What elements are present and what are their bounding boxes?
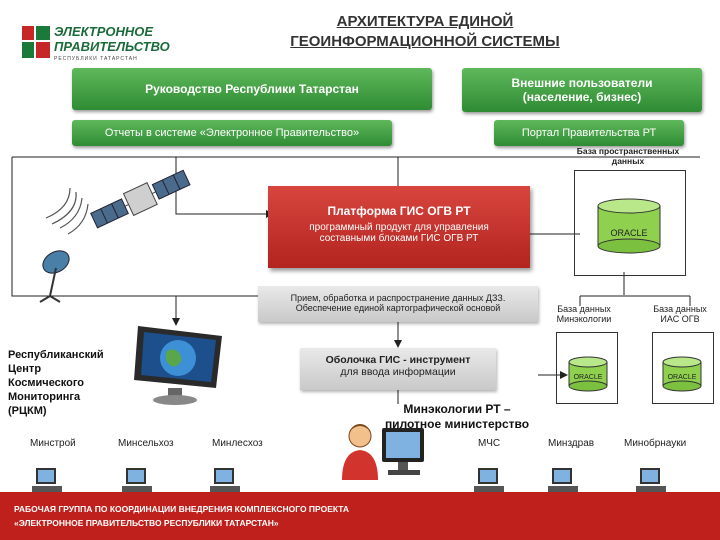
spatial-db-label-line2: данных — [611, 156, 645, 166]
logo-line2: ПРАВИТЕЛЬСТВО — [54, 39, 170, 54]
computer-icon — [122, 468, 152, 492]
platform-title: Платформа ГИС ОГВ РТ — [327, 204, 471, 218]
db-eco-label: База данных Минэкологии — [544, 304, 624, 324]
shell-box: Оболочка ГИС - инструмент для ввода инфо… — [300, 348, 496, 390]
monitor-globe-icon — [134, 326, 222, 405]
rckm-line5: (РЦКМ) — [8, 405, 47, 417]
spatial-db-cylinder-icon — [597, 198, 661, 254]
pilot-ministry-label: Минэкологии РТ – пилотное министерство — [372, 402, 542, 432]
dzz-line1: Прием, обработка и распространение данны… — [290, 293, 506, 303]
db-ias-label-line1: База данных — [653, 304, 707, 314]
satellite-dish-icon — [39, 188, 89, 303]
minstroy-label: Минстрой — [30, 438, 76, 449]
rckm-line1: Республиканский — [8, 349, 104, 361]
title-line1: АРХИТЕКТУРА ЕДИНОЙ — [336, 13, 514, 30]
db-ias-label: База данных ИАС ОГВ — [640, 304, 720, 324]
logo: ЭЛЕКТРОННОЕ ПРАВИТЕЛЬСТВО РЕСПУБЛИКИ ТАТ… — [22, 20, 172, 68]
rckm-line3: Космического — [8, 377, 85, 389]
computer-icon — [210, 468, 240, 492]
person-at-computer-icon — [342, 424, 424, 480]
logo-subtitle: РЕСПУБЛИКИ ТАТАРСТАН — [54, 56, 138, 62]
portal-box: Портал Правительства РТ — [494, 120, 684, 146]
rckm-line4: Мониторинга — [8, 391, 81, 403]
minobrnauki-label: Минобрнауки — [624, 438, 687, 449]
spatial-db-frame — [574, 170, 686, 276]
external-users-line1: Внешние пользователи — [511, 76, 653, 90]
db-eco-label-line2: Минэкологии — [556, 314, 612, 324]
platform-box: Платформа ГИС ОГВ РТ программный продукт… — [268, 186, 530, 268]
db-ias-name: ORACLE — [667, 374, 697, 381]
db-ias-frame — [652, 332, 714, 404]
pilot-line2: пилотное министерство — [384, 417, 530, 431]
shell-line1: Оболочка ГИС - инструмент — [325, 354, 471, 366]
arrow-to-shell — [394, 340, 402, 348]
platform-desc-line2: составными блоками ГИС ОГВ РТ — [319, 233, 479, 244]
spatial-db-label-line1: База пространственных — [576, 146, 680, 156]
computer-icon — [636, 468, 666, 492]
db-eco-label-line1: База данных — [557, 304, 611, 314]
db-eco-cylinder-icon — [568, 356, 608, 392]
mchs-label: МЧС — [478, 438, 501, 449]
minselkhoz-label: Минсельхоз — [118, 438, 174, 449]
rckm-label: Республиканский Центр Космического Монит… — [8, 348, 104, 418]
footer-line1: РАБОЧАЯ ГРУППА ПО КООРДИНАЦИИ ВНЕДРЕНИЯ … — [14, 504, 350, 514]
rckm-line2: Центр — [8, 363, 42, 375]
logo-icon — [22, 26, 50, 58]
title-line2: ГЕОИНФОРМАЦИОННОЙ СИСТЕМЫ — [290, 33, 560, 50]
minleskhoz-label: Минлесхоз — [212, 438, 263, 449]
leadership-box: Руководство Республики Татарстан — [72, 68, 432, 110]
computer-icon — [474, 468, 504, 492]
pilot-line1: Минэкологии РТ – — [403, 402, 511, 416]
db-ias-label-line2: ИАС ОГВ — [660, 314, 700, 324]
computer-icon — [32, 468, 62, 492]
spatial-db-name: ORACLE — [610, 228, 648, 238]
db-eco-name: ORACLE — [573, 374, 603, 381]
satellite-icon — [90, 169, 191, 229]
page-title: АРХИТЕКТУРА ЕДИНОЙ ГЕОИНФОРМАЦИОННОЙ СИС… — [230, 12, 620, 52]
footer-line2: «ЭЛЕКТРОННОЕ ПРАВИТЕЛЬСТВО РЕСПУБЛИКИ ТА… — [14, 518, 279, 528]
db-ias-cylinder-icon — [662, 356, 702, 392]
db-eco-frame — [556, 332, 618, 404]
dzz-line2: Обеспечение единой картографической осно… — [295, 303, 501, 313]
spatial-db-label: База пространственных данных — [568, 146, 688, 166]
portal-label: Портал Правительства РТ — [521, 127, 657, 139]
footer-bar: РАБОЧАЯ ГРУППА ПО КООРДИНАЦИИ ВНЕДРЕНИЯ … — [0, 492, 720, 540]
minzdrav-label: Минздрав — [548, 438, 595, 449]
dzz-box: Прием, обработка и распространение данны… — [258, 286, 538, 322]
logo-line1: ЭЛЕКТРОННОЕ — [54, 24, 154, 39]
external-users-line2: (население, бизнес) — [522, 90, 642, 104]
shell-line2: для ввода информации — [340, 366, 456, 378]
external-users-box: Внешние пользователи (население, бизнес) — [462, 68, 702, 112]
leadership-label: Руководство Республики Татарстан — [145, 82, 359, 96]
reports-box: Отчеты в системе «Электронное Правительс… — [72, 120, 392, 146]
computer-icon — [548, 468, 578, 492]
reports-label: Отчеты в системе «Электронное Правительс… — [104, 127, 360, 139]
platform-desc-line1: программный продукт для управления — [309, 222, 489, 233]
